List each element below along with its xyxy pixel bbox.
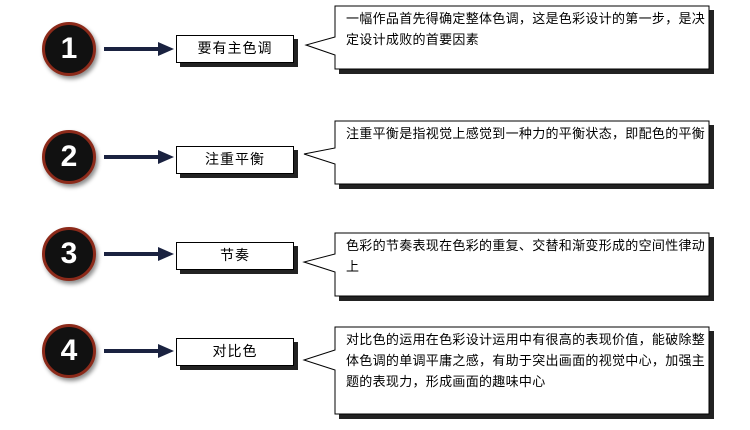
callout-shape: [304, 5, 714, 74]
step-title-2: 注重平衡: [176, 146, 294, 174]
arrow-right-icon: [104, 150, 174, 164]
step-number-badge-1: 1: [42, 22, 96, 76]
arrow-right-icon: [104, 42, 174, 56]
step-number-badge-2: 2: [42, 130, 96, 184]
step-title-4: 对比色: [176, 338, 294, 366]
callout-3: 色彩的节奏表现在色彩的重复、交替和渐变形成的空间性律动上: [290, 232, 720, 304]
step-description-4: 对比色的运用在色彩设计运用中有很高的表现价值，能破除整体色调的单调平庸之感，有助…: [346, 333, 706, 390]
step-description-3: 色彩的节奏表现在色彩的重复、交替和渐变形成的空间性律动上: [346, 239, 706, 275]
callout-1: 一幅作品首先得确定整体色调，这是色彩设计的第一步，是决定设计成败的首要因素: [290, 5, 720, 77]
callout-shape: [302, 232, 714, 301]
callout-2: 注重平衡是指视觉上感觉到一种力的平衡状态，即配色的平衡: [290, 120, 720, 192]
step-number-badge-4: 4: [42, 324, 96, 378]
arrow-right-icon: [104, 247, 174, 261]
step-title-3: 节奏: [176, 242, 294, 270]
callout-shape: [303, 120, 714, 189]
callout-4: 对比色的运用在色彩设计运用中有很高的表现价值，能破除整体色调的单调平庸之感，有助…: [290, 326, 720, 422]
arrow-right-icon: [104, 344, 174, 358]
callout-shape: [302, 326, 714, 419]
step-description-2: 注重平衡是指视觉上感觉到一种力的平衡状态，即配色的平衡: [346, 127, 706, 142]
step-title-1: 要有主色调: [176, 35, 294, 63]
step-number-badge-3: 3: [42, 227, 96, 281]
step-description-1: 一幅作品首先得确定整体色调，这是色彩设计的第一步，是决定设计成败的首要因素: [346, 12, 706, 48]
